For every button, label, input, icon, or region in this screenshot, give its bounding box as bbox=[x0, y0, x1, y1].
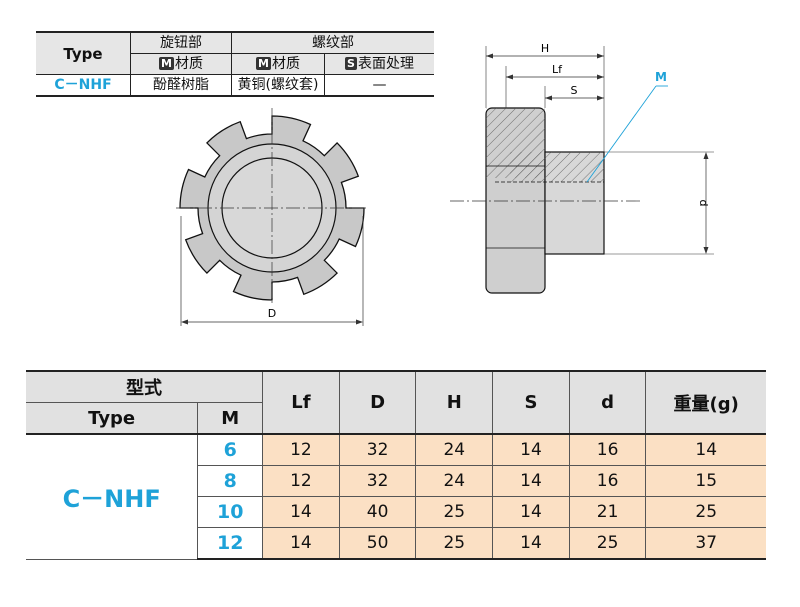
spec-cell: 14 bbox=[492, 433, 570, 466]
material-badge: M bbox=[256, 57, 271, 70]
material-badge: M bbox=[159, 57, 174, 70]
dim-label-d: d bbox=[697, 200, 710, 207]
spec-m-value: 6 bbox=[197, 433, 264, 466]
spec-cell: 24 bbox=[415, 433, 494, 466]
knob-material-label: 材质 bbox=[174, 56, 203, 72]
spec-cell: 32 bbox=[338, 465, 417, 497]
spec-col-header: d bbox=[568, 370, 647, 435]
knob-material-value: 酚醛树脂 bbox=[130, 74, 232, 97]
spec-cell: 16 bbox=[568, 465, 647, 497]
dim-label-Lf: Lf bbox=[552, 63, 563, 76]
dim-label-D: D bbox=[268, 307, 276, 320]
thread-header: 螺纹部 bbox=[231, 31, 434, 54]
spec-cell: 12 bbox=[262, 433, 340, 466]
spec-cell: 40 bbox=[338, 496, 417, 528]
spec-cell: 25 bbox=[415, 496, 494, 528]
spec-cell: 37 bbox=[645, 527, 766, 560]
spec-cell: 14 bbox=[492, 465, 570, 497]
table-row: 12 14 50 25 14 25 37 bbox=[26, 527, 766, 560]
material-type-header: Type bbox=[36, 31, 131, 75]
spec-cell: 12 bbox=[262, 465, 340, 497]
table-row: 10 14 40 25 14 21 25 bbox=[26, 496, 766, 528]
dim-label-S: S bbox=[571, 84, 578, 97]
spec-m-value: 12 bbox=[197, 527, 264, 560]
leader-M bbox=[586, 85, 657, 183]
spec-cell: 14 bbox=[262, 496, 340, 528]
spec-m-value: 8 bbox=[197, 465, 264, 497]
spec-cell: 25 bbox=[568, 527, 647, 560]
knob-header: 旋钮部 bbox=[130, 31, 232, 54]
spec-m-value: 10 bbox=[197, 496, 264, 528]
surface-treatment-label: 表面处理 bbox=[357, 56, 414, 72]
spec-cell: 14 bbox=[645, 433, 766, 466]
spec-cell: 25 bbox=[415, 527, 494, 560]
spec-cell: 21 bbox=[568, 496, 647, 528]
spec-cell: 25 bbox=[645, 496, 766, 528]
spec-model: C－NHF bbox=[26, 433, 199, 560]
spec-cell: 16 bbox=[568, 433, 647, 466]
front-view-drawing: D bbox=[176, 108, 368, 326]
label-M: M bbox=[655, 70, 667, 84]
spec-cell: 24 bbox=[415, 465, 494, 497]
table-row: 8 12 32 24 14 16 15 bbox=[26, 465, 766, 497]
spec-model-header-cn: 型式 bbox=[26, 370, 264, 403]
dim-arrows bbox=[486, 53, 604, 101]
spec-col-header: H bbox=[415, 370, 494, 435]
material-model: C－NHF bbox=[36, 74, 131, 97]
surface-badge: S bbox=[345, 57, 357, 70]
spec-cell: 50 bbox=[338, 527, 417, 560]
spec-col-header: 重量(g) bbox=[645, 370, 766, 435]
dim-label-H: H bbox=[541, 42, 549, 55]
side-view-drawing: H Lf S d M bbox=[450, 42, 714, 294]
spec-m-header: M bbox=[197, 402, 264, 435]
thread-material-value: 黄铜(螺纹套) bbox=[231, 74, 325, 97]
spec-table: 型式 Lf D H S d 重量(g) Type M C－NHF 6 12 32… bbox=[26, 370, 766, 560]
spec-cell: 14 bbox=[492, 527, 570, 560]
thread-hatch-section bbox=[510, 152, 604, 182]
spec-type-header: Type bbox=[26, 402, 199, 435]
thread-material-label: 材质 bbox=[271, 56, 300, 72]
table-row: C－NHF 6 12 32 24 14 16 14 bbox=[26, 433, 766, 560]
spec-cell: 15 bbox=[645, 465, 766, 497]
spec-cell: 32 bbox=[338, 433, 417, 466]
spec-col-header: S bbox=[492, 370, 570, 435]
spec-cell: 14 bbox=[262, 527, 340, 560]
surface-treatment-value: — bbox=[324, 74, 434, 97]
spec-col-header: Lf bbox=[262, 370, 340, 435]
spec-col-header: D bbox=[338, 370, 417, 435]
spec-cell: 14 bbox=[492, 496, 570, 528]
